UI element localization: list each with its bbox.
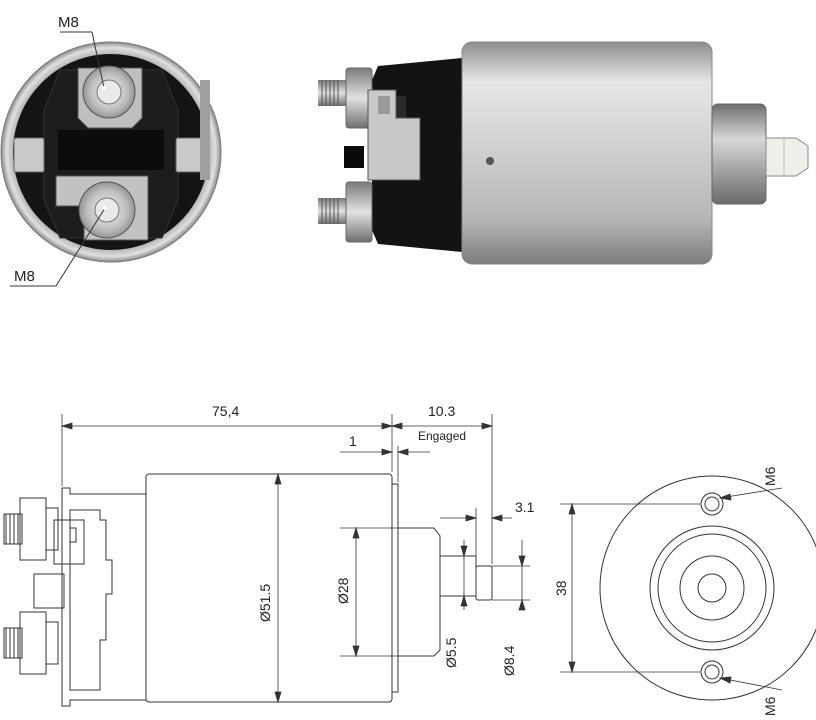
top-thread-label: M8 bbox=[58, 14, 79, 31]
bottom-hole-label: M6 bbox=[762, 696, 778, 716]
dimension-lines bbox=[60, 414, 530, 704]
top-hole-label: M6 bbox=[762, 466, 778, 486]
end-dimension-lines bbox=[560, 487, 783, 691]
engaged-label: Engaged bbox=[418, 429, 466, 443]
plunger-travel-label: 10.3 bbox=[428, 403, 455, 419]
tip-diameter-label: Ø8.4 bbox=[501, 645, 517, 676]
plunger-tip-label: 3.1 bbox=[515, 499, 535, 515]
body-diameter-label: Ø51.5 bbox=[257, 584, 273, 622]
top-mounting-hole bbox=[700, 492, 724, 516]
end-elevation-drawing bbox=[599, 475, 816, 701]
dimension-labels: 75,4 10.3 Engaged 1 3.1 Ø51.5 Ø28 Ø5.5 Ø… bbox=[212, 403, 778, 716]
bottom-mounting-hole bbox=[700, 660, 724, 684]
total-length-label: 75,4 bbox=[212, 403, 239, 419]
flange-diameter-label: Ø28 bbox=[335, 577, 351, 604]
side-elevation-drawing bbox=[3, 473, 493, 707]
side-view-photo bbox=[318, 41, 809, 265]
end-view-photo: M8 M8 bbox=[0, 14, 222, 287]
plunger-diameter-label: Ø5.5 bbox=[443, 637, 459, 668]
gap-label: 1 bbox=[349, 433, 357, 449]
bolt-spacing-label: 38 bbox=[553, 580, 569, 596]
solenoid-can bbox=[461, 41, 713, 265]
bottom-thread-label: M8 bbox=[14, 268, 35, 285]
